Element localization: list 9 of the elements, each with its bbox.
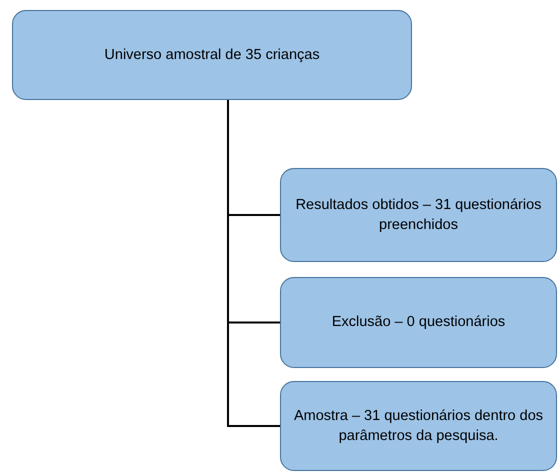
process-box [12,10,412,100]
connector-line [227,100,280,427]
box-text: Universo amostral de 35 crianças [104,46,320,65]
process-box [280,168,557,262]
box-text: Exclusão – 0 questionários [332,313,506,332]
process-box [280,277,557,368]
box-text: Amostra – 31 questionários dentro dos parâmetros da pesquisa. [292,406,544,446]
box-text: Resultados obtidos – 31 questionários preenchidos [294,196,542,235]
process-box [280,381,557,471]
